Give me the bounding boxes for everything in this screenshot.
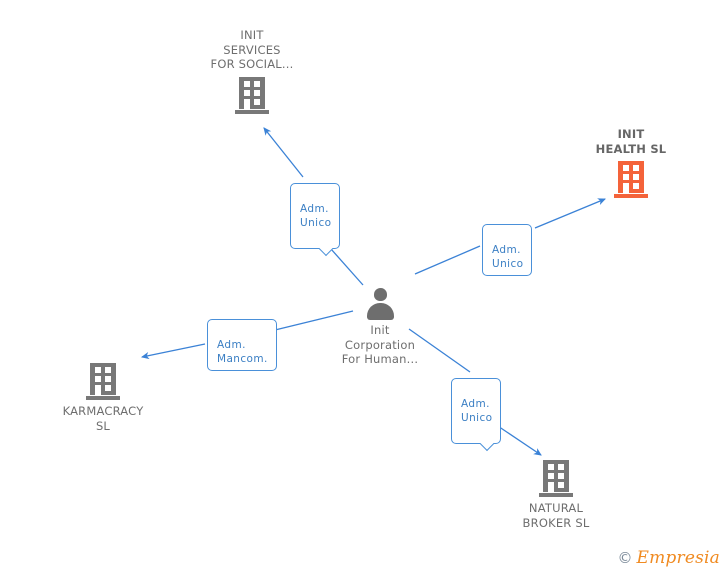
empresia-logo: Empresia: [636, 548, 720, 568]
building-icon: [614, 160, 648, 198]
edge-label-text: Adm. Unico: [300, 203, 332, 229]
edge-label-init-health[interactable]: Adm. Unico: [482, 224, 533, 276]
node-karmacracy-sl[interactable]: KARMACRACY SL: [28, 362, 178, 433]
node-label-init-services-for-social: INIT SERVICES FOR SOCIAL...: [210, 28, 294, 71]
building-icon: [86, 362, 120, 400]
node-label-init-health-sl: INIT HEALTH SL: [595, 127, 667, 156]
copyright-icon: ©: [617, 549, 633, 567]
node-label-karmacracy-sl: KARMACRACY SL: [62, 404, 144, 433]
building-icon: [235, 76, 269, 114]
edge-to-karmacracy[interactable]: [140, 310, 354, 360]
node-init-corporation-for-human[interactable]: Init Corporation For Human...: [305, 284, 455, 367]
edge-label-text: Adm. Mancom.: [217, 339, 268, 365]
watermark: © Empresia: [618, 550, 721, 567]
building-icon: [539, 459, 573, 497]
edge-to-init-health[interactable]: [414, 198, 606, 275]
node-label-init-corporation-for-human: Init Corporation For Human...: [341, 323, 419, 366]
edge-label-text: Adm. Unico: [492, 244, 524, 270]
node-init-services-for-social[interactable]: INIT SERVICES FOR SOCIAL...: [177, 28, 327, 117]
edge-label-karmacracy[interactable]: Adm. Mancom.: [207, 319, 277, 371]
edge-label-text: Adm. Unico: [461, 398, 493, 424]
node-init-health-sl[interactable]: INIT HEALTH SL: [556, 127, 706, 201]
node-natural-broker-sl[interactable]: NATURAL BROKER SL: [481, 459, 631, 530]
person-icon: [363, 284, 397, 322]
node-label-natural-broker-sl: NATURAL BROKER SL: [522, 501, 590, 530]
edge-label-natural-broker[interactable]: Adm. Unico: [451, 378, 502, 451]
edge-label-init-services[interactable]: Adm. Unico: [290, 183, 341, 256]
